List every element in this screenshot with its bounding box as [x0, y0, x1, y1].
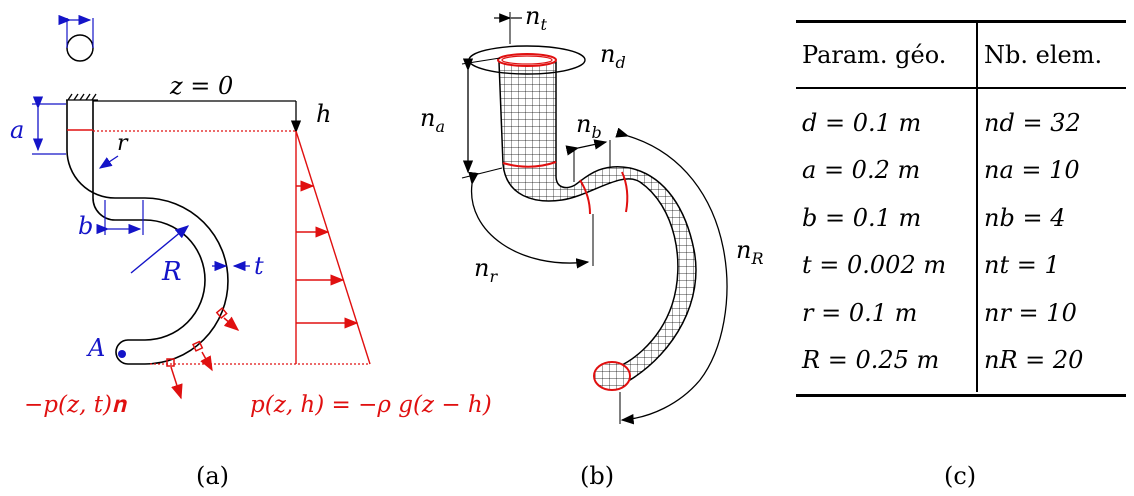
- header-element-count: Nb. elem.: [984, 41, 1103, 69]
- panel-b: nd nt na nb nr nR: [420, 2, 764, 425]
- nr-label: nr: [474, 254, 498, 286]
- caption-a: (a): [196, 462, 230, 490]
- caption-b: (b): [580, 462, 615, 490]
- count-cell: nb = 4: [984, 203, 1066, 232]
- table-row: t = 0.002 m nt = 1: [796, 241, 1126, 289]
- nR-label: nR: [736, 236, 764, 268]
- param-cell: b = 0.1 m: [796, 194, 978, 242]
- pressure-right-label: p(z, h) = −ρ g(z − h): [250, 392, 492, 418]
- na-label: na: [420, 104, 445, 136]
- r-label: r: [117, 131, 129, 156]
- count-cell: nR = 20: [984, 346, 1084, 375]
- fixed-support: [66, 93, 98, 101]
- R-label: R: [161, 257, 182, 287]
- z0-label: z = 0: [169, 72, 233, 100]
- count-cell: na = 10: [984, 156, 1080, 185]
- meshed-pipe: [498, 61, 697, 386]
- count-cell: nr = 10: [984, 298, 1077, 327]
- nb-label: nb: [576, 110, 602, 142]
- table-row: r = 0.1 m nr = 10: [796, 289, 1126, 337]
- a-label: a: [10, 116, 24, 144]
- param-cell: r = 0.1 m: [796, 289, 978, 337]
- caption-c: (c): [944, 462, 977, 490]
- nt-label: nt: [525, 2, 547, 34]
- pressure-left-label: −p(z, t)𝐧: [24, 392, 128, 418]
- diameter-symbol: [58, 14, 94, 62]
- normal-pressure-arrows: [166, 307, 240, 400]
- A-label: A: [86, 334, 105, 362]
- param-cell: t = 0.002 m: [796, 241, 978, 289]
- h-label: h: [316, 100, 331, 128]
- header-geometric-params: Param. géo.: [796, 21, 978, 88]
- dim-b: b: [78, 200, 144, 240]
- table-row: a = 0.2 m na = 10: [796, 146, 1126, 194]
- hydrostatic-profile: [295, 130, 371, 365]
- table-row: d = 0.1 m nd = 32: [796, 88, 1126, 147]
- nd-label: nd: [600, 40, 626, 72]
- table-row: R = 0.25 m nR = 20: [796, 336, 1126, 392]
- count-cell: nd = 32: [984, 108, 1081, 137]
- b-label: b: [78, 212, 93, 240]
- dim-a: a: [10, 96, 66, 155]
- parameter-table: Param. géo. Nb. elem. d = 0.1 m nd = 32 …: [796, 20, 1126, 392]
- t-label: t: [254, 252, 264, 280]
- table-bottom-rule: [796, 394, 1126, 397]
- param-cell: d = 0.1 m: [796, 88, 978, 147]
- param-cell: R = 0.25 m: [796, 336, 978, 392]
- panel-a: z = 0 h a r b R t A: [10, 14, 492, 418]
- table-row: b = 0.1 m nb = 4: [796, 194, 1126, 242]
- param-cell: a = 0.2 m: [796, 146, 978, 194]
- count-cell: nt = 1: [984, 251, 1060, 280]
- table-header-row: Param. géo. Nb. elem.: [796, 21, 1126, 88]
